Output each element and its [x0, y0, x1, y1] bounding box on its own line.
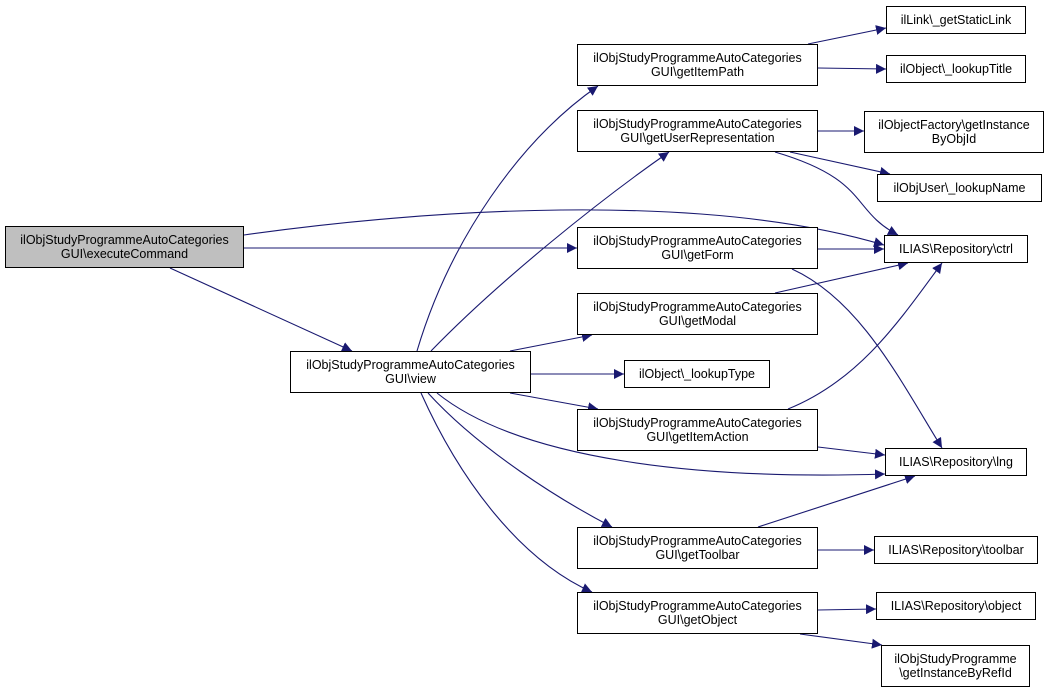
- node-label: ilObjUser\_lookupName: [893, 181, 1025, 195]
- node-label: ILIAS\Repository\object: [891, 599, 1022, 613]
- node-label-line: ByObjId: [931, 132, 977, 146]
- node-label-line: ilObjStudyProgrammeAutoCategories: [593, 300, 802, 314]
- edge-getObject-to-object: [817, 604, 877, 615]
- node-label-line: GUI\getToolbar: [655, 548, 740, 562]
- edge-getToolbar-to-lng: [757, 474, 916, 528]
- node-label-line: ILIAS\Repository\lng: [899, 455, 1013, 469]
- node-object[interactable]: ILIAS\Repository\object: [876, 592, 1036, 620]
- node-label: ilObject\_lookupTitle: [900, 62, 1012, 76]
- node-label-line: GUI\getItemAction: [646, 430, 749, 444]
- node-label-line: ilObjStudyProgrammeAutoCategories: [593, 234, 802, 248]
- edge-getItemAction-to-ctrl: [787, 262, 943, 410]
- edge-getItemAction-to-lng: [817, 446, 886, 459]
- edge-view-to-getObject: [420, 392, 593, 593]
- node-toolbar[interactable]: ILIAS\Repository\toolbar: [874, 536, 1038, 564]
- node-label-line: ilObjStudyProgrammeAutoCategories: [306, 358, 515, 372]
- node-label-line: ILIAS\Repository\object: [890, 599, 1022, 613]
- edge-view-to-getItemAction: [509, 392, 599, 413]
- node-label-line: ilObjectFactory\getInstance: [878, 118, 1030, 132]
- node-label-line: ILIAS\Repository\ctrl: [899, 242, 1013, 256]
- node-label-line: ilObject\_lookupType: [638, 367, 756, 381]
- node-label-line: GUI\executeCommand: [60, 247, 189, 261]
- edge-getUserRepresentation-to-lookupName: [789, 151, 891, 177]
- edge-view-to-getToolbar: [427, 392, 613, 528]
- node-label-line: GUI\getItemPath: [650, 65, 745, 79]
- node-label-line: GUI\getModal: [658, 314, 737, 328]
- node-label: ilLink\_getStaticLink: [901, 13, 1011, 27]
- node-label: ilObject\_lookupType: [639, 367, 755, 381]
- edge-getForm-to-lng: [791, 268, 943, 449]
- edge-view-to-lng: [436, 392, 886, 480]
- node-label-line: ilObjStudyProgramme: [894, 652, 1017, 666]
- node-lookupName[interactable]: ilObjUser\_lookupName: [877, 174, 1042, 202]
- node-label-line: ilObjUser\_lookupName: [893, 181, 1026, 195]
- node-lookupType[interactable]: ilObject\_lookupType: [624, 360, 770, 388]
- node-label: ILIAS\Repository\ctrl: [899, 242, 1013, 256]
- edge-getItemPath-to-lookupTitle: [817, 63, 887, 74]
- edge-getObject-to-getInstanceByRefId: [799, 633, 883, 649]
- node-getInstanceByRefId[interactable]: ilObjStudyProgramme\getInstanceByRefId: [881, 645, 1030, 687]
- node-label-line: ILIAS\Repository\toolbar: [888, 543, 1024, 557]
- edge-executeCommand-to-view: [169, 267, 353, 352]
- node-label: ILIAS\Repository\toolbar: [888, 543, 1024, 557]
- node-label-line: GUI\getForm: [661, 248, 734, 262]
- node-ctrl[interactable]: ILIAS\Repository\ctrl: [884, 235, 1028, 263]
- node-label: ILIAS\Repository\lng: [899, 455, 1013, 469]
- node-label-line: ilObjStudyProgrammeAutoCategories: [593, 599, 802, 613]
- node-label-line: ilObjStudyProgrammeAutoCategories: [20, 233, 229, 247]
- node-label-line: ilObjStudyProgrammeAutoCategories: [593, 51, 802, 65]
- edge-view-to-getItemPath: [416, 85, 599, 352]
- node-label-line: ilObject\_lookupTitle: [899, 62, 1013, 76]
- edge-getItemPath-to-getStaticLink: [807, 25, 887, 45]
- node-label-line: GUI\getUserRepresentation: [620, 131, 775, 145]
- node-label-line: ilObjStudyProgrammeAutoCategories: [593, 117, 802, 131]
- node-label: ilObjStudyProgramme\getInstanceByRefId: [894, 652, 1016, 680]
- edge-view-to-getUserRepresentation: [430, 151, 670, 352]
- edge-view-to-getModal: [509, 332, 593, 352]
- node-label-line: GUI\getObject: [657, 613, 738, 627]
- node-getStaticLink[interactable]: ilLink\_getStaticLink: [886, 6, 1026, 34]
- node-label-line: ilLink\_getStaticLink: [900, 13, 1012, 27]
- node-lng[interactable]: ILIAS\Repository\lng: [885, 448, 1027, 476]
- node-label-line: ilObjStudyProgrammeAutoCategories: [593, 416, 802, 430]
- edge-getModal-to-ctrl: [774, 260, 909, 294]
- node-label-line: GUI\view: [385, 372, 436, 386]
- node-lookupTitle[interactable]: ilObject\_lookupTitle: [886, 55, 1026, 83]
- node-label-line: \getInstanceByRefId: [899, 666, 1012, 680]
- edge-executeCommand-to-ctrl: [243, 209, 885, 247]
- node-label-line: ilObjStudyProgrammeAutoCategories: [593, 534, 802, 548]
- edge-getUserRepresentation-to-ctrl: [774, 151, 899, 236]
